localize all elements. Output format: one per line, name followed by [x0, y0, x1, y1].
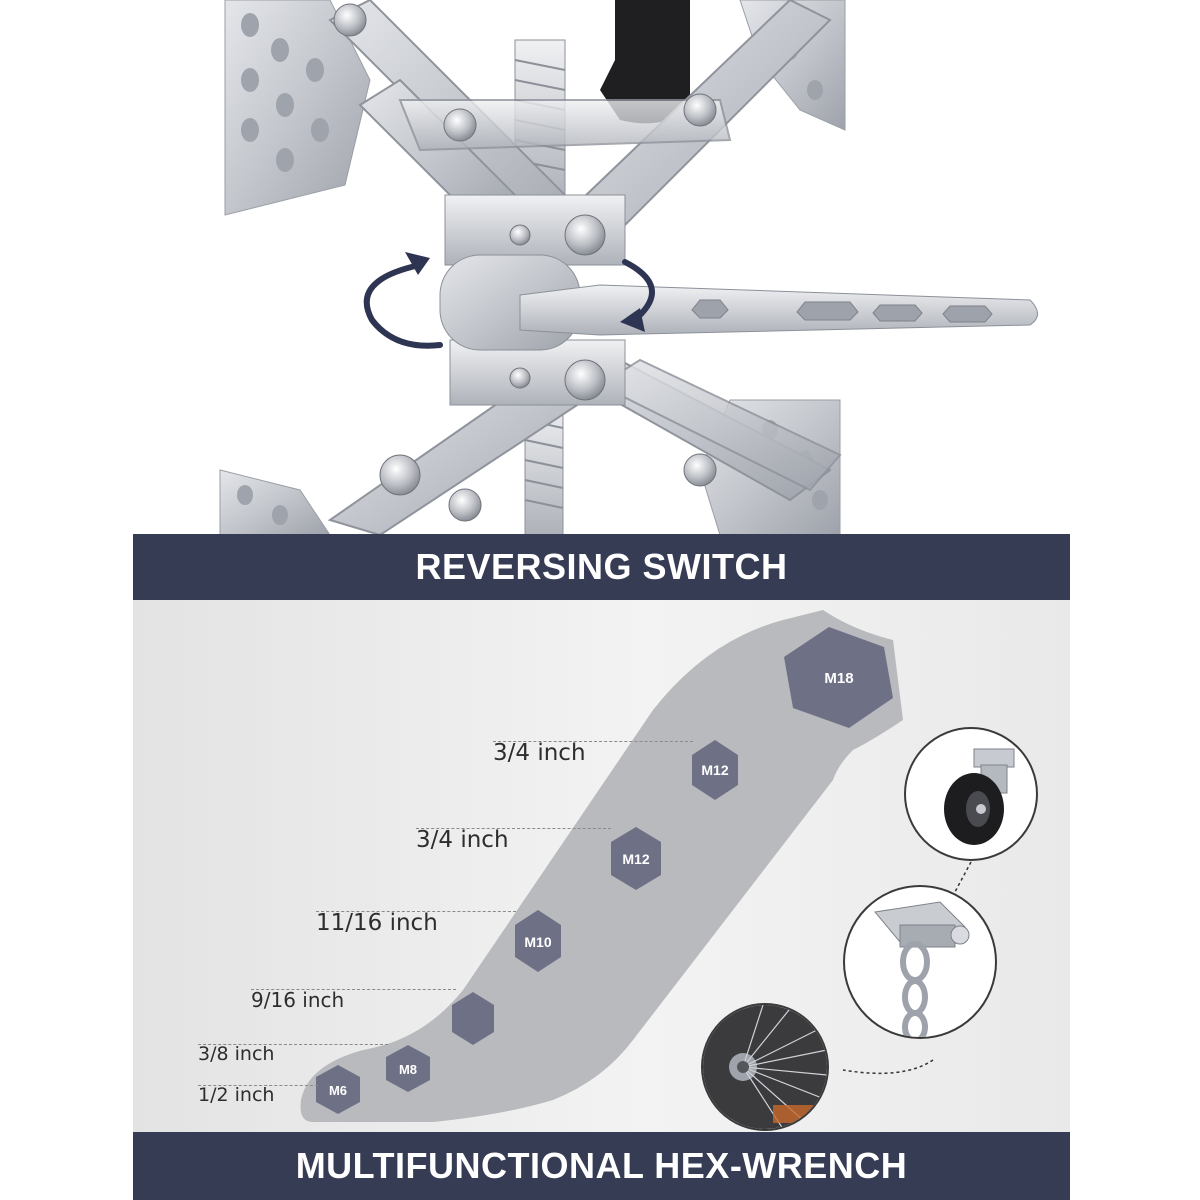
hex-m12-upper-label: M12	[701, 762, 728, 778]
caster-wheel-icon	[944, 748, 1015, 845]
reversing-switch-banner: REVERSING SWITCH	[133, 534, 1070, 600]
hex-unlabeled	[452, 992, 494, 1045]
hex-m10-label: M10	[524, 934, 551, 950]
hex-wrench-banner: MULTIFUNCTIONAL HEX-WRENCH	[133, 1132, 1070, 1200]
size-label-2: 3/4 inch	[416, 827, 509, 853]
left-lower-plate	[219, 469, 331, 535]
size-label-6: 1/2 inch	[198, 1084, 275, 1106]
size-label-3: 11/16 inch	[316, 910, 438, 936]
bolts	[333, 3, 717, 522]
size-label-5: 3/8 inch	[198, 1043, 275, 1065]
hex-m10	[515, 910, 561, 972]
leader-line-3	[316, 911, 516, 912]
hex-m6-label: M6	[329, 1083, 347, 1098]
leader-line-6	[198, 1085, 318, 1086]
hex-wrench-title: MULTIFUNCTIONAL HEX-WRENCH	[295, 1145, 908, 1186]
swing-hanger-icon	[874, 901, 970, 1037]
leader-line-5	[198, 1044, 388, 1045]
reversing-switch-title: REVERSING SWITCH	[415, 546, 788, 587]
hex-m8-label: M8	[399, 1062, 417, 1077]
bike-hub-inset	[701, 1003, 829, 1131]
left-upper-plate	[224, 0, 371, 216]
hex-m8	[386, 1045, 430, 1092]
black-handle	[600, 0, 690, 124]
leader-line-1	[493, 741, 693, 742]
hex-m18	[784, 627, 893, 728]
hex-m12-lower	[611, 827, 661, 890]
hex-m18-label: M18	[824, 670, 853, 687]
hex-m6	[316, 1065, 360, 1114]
hex-m12-lower-label: M12	[622, 851, 649, 867]
rotation-arrows-icon	[363, 252, 655, 349]
wrench-body	[300, 610, 903, 1122]
hex-m12-upper	[692, 740, 738, 800]
hex-wrench-panel: M18 M12 M12 M10 M8 M6 3/4 inch 3/4 inch …	[133, 600, 1070, 1132]
caster-wheel-inset	[904, 727, 1038, 861]
hex-wrench-graphic: M18 M12 M12 M10 M8 M6	[300, 610, 903, 1122]
leader-line-2	[416, 828, 611, 829]
size-label-4: 9/16 inch	[251, 988, 345, 1012]
bike-wheel-hub-icon	[703, 1005, 827, 1129]
swing-hanger-inset	[843, 885, 997, 1039]
scissor-jack-illustration	[0, 0, 1200, 535]
leader-line-4	[251, 989, 456, 990]
size-label-1: 3/4 inch	[493, 740, 586, 766]
scissor-jack-drawing	[219, 0, 1038, 535]
inset-connectors	[842, 861, 972, 1075]
